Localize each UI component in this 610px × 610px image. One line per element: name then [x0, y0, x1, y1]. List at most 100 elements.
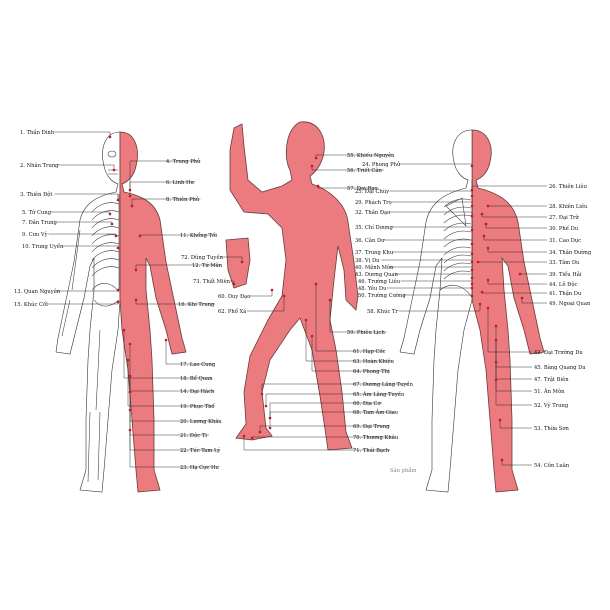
leader-line — [127, 360, 215, 407]
acupoint-dot — [130, 204, 134, 208]
eye-socket — [107, 150, 117, 158]
rib — [91, 266, 120, 277]
side-body — [229, 121, 359, 451]
rib — [91, 202, 120, 213]
acupoint-dot — [260, 392, 264, 396]
leader-line — [311, 166, 385, 171]
leader-line — [54, 193, 119, 200]
side-figure — [225, 121, 359, 451]
acupoint-dot — [486, 306, 490, 310]
point-label: 37. Trung Khu — [355, 250, 394, 256]
leader-line — [487, 308, 532, 353]
point-label: 16. Khí Trung — [178, 301, 215, 308]
acupoint-dot — [470, 252, 474, 256]
point-label: 24. Phong Phủ — [362, 161, 401, 168]
acupoint-dot — [494, 360, 498, 364]
watermark: Sản phẩm — [390, 467, 416, 474]
back-rib — [443, 270, 472, 280]
leader-line — [483, 236, 547, 241]
point-label: 12. Tứ Mãn — [192, 262, 223, 269]
back-figure — [399, 129, 545, 493]
acupoint-dot — [494, 324, 498, 328]
back-rib — [443, 214, 472, 224]
point-label: 22. Túc Tam Lý — [180, 447, 220, 454]
leader-line — [249, 290, 273, 297]
leader-line — [247, 296, 285, 312]
acupoint-dot — [128, 390, 132, 394]
point-label: 7. Đản Trung — [22, 219, 57, 226]
acupoint-dot — [116, 246, 120, 250]
acupoint-dot — [164, 338, 168, 342]
leg-bones — [87, 329, 101, 483]
body-figures — [55, 121, 545, 493]
leader-line — [129, 430, 218, 468]
point-label: 58. Khúc Tr — [367, 308, 398, 315]
acupoint-dot — [264, 404, 268, 408]
point-label: 13. Quan Nguyên — [14, 288, 61, 295]
acupoint-dot — [520, 296, 524, 300]
acupoint-dot — [314, 282, 318, 286]
rib — [91, 250, 120, 261]
point-label: 46. Trường Liêu — [358, 278, 401, 285]
point-label: 63. Hoàn Khiêu — [353, 358, 395, 365]
acupoint-dot — [128, 194, 132, 198]
acupoint-dot — [476, 260, 480, 264]
point-label: 14. Đại Hách — [180, 388, 215, 395]
point-label: 59. Phiêu Lịch — [347, 329, 385, 336]
point-label: 19. Phục Thổ — [180, 403, 215, 410]
leader-line — [269, 411, 396, 428]
acupoint-dot — [310, 164, 314, 168]
leader-line — [311, 336, 391, 372]
leader-line — [471, 185, 547, 190]
side-foot-sole — [225, 237, 251, 289]
acupoint-dot — [112, 168, 116, 172]
point-label: 70. Thương Khâu — [353, 434, 399, 441]
acupoint-dot — [480, 212, 484, 216]
leader-line — [220, 256, 243, 262]
point-label: 64. Phong Thị — [353, 369, 390, 375]
leader-line — [315, 284, 385, 352]
back-pelvis — [439, 284, 472, 297]
point-label: 73. Thất Miên — [193, 278, 231, 285]
back-rib — [443, 254, 472, 264]
point-label: 72. Dũng Tuyền — [181, 253, 224, 261]
leader-line — [261, 383, 409, 394]
point-label: 31. Cao Dục — [549, 238, 581, 244]
acupoint-dot — [128, 428, 132, 432]
point-label: 71. Thái Bạch — [353, 447, 390, 454]
point-label: 8. Thiên Phủ — [166, 196, 200, 203]
acupoint-dot — [314, 156, 318, 160]
point-label: 4. Trung Phủ — [166, 158, 201, 165]
point-label: 11. Khổng Tối — [180, 232, 217, 239]
acupoint-dot — [316, 184, 320, 188]
acupoint-dot — [494, 378, 498, 382]
leader-line — [392, 201, 473, 206]
acupoint-dot — [470, 294, 474, 298]
acupoint-dot — [134, 298, 138, 302]
front-skin-half — [119, 131, 187, 493]
acupoint-dot — [470, 188, 474, 192]
leader-line — [129, 160, 201, 190]
rib — [91, 258, 120, 269]
leader-lines — [48, 131, 547, 468]
acupoint-dot — [240, 260, 244, 264]
back-rib — [443, 198, 472, 208]
acupoint-dot — [116, 198, 120, 202]
acupoint-dot — [108, 212, 112, 216]
leader-line — [165, 340, 215, 365]
leader-line — [384, 239, 473, 244]
point-label: 36. Cân Dư — [355, 237, 385, 244]
leader-line — [131, 198, 201, 206]
point-label: 42. Đại Trường Du — [534, 349, 583, 356]
acupoint-dot — [486, 246, 490, 250]
acupoint-dot — [482, 234, 486, 238]
rib — [91, 242, 120, 253]
acupoint-dot — [138, 234, 142, 238]
point-label: 51. Ân Môn — [534, 388, 565, 395]
leader-line — [243, 436, 391, 451]
point-label: 18. Bể Quan — [180, 375, 213, 382]
point-label: 25. Đại Chùy — [355, 188, 389, 195]
acupoint-dot — [470, 276, 474, 280]
acupoint-dot — [110, 222, 114, 226]
